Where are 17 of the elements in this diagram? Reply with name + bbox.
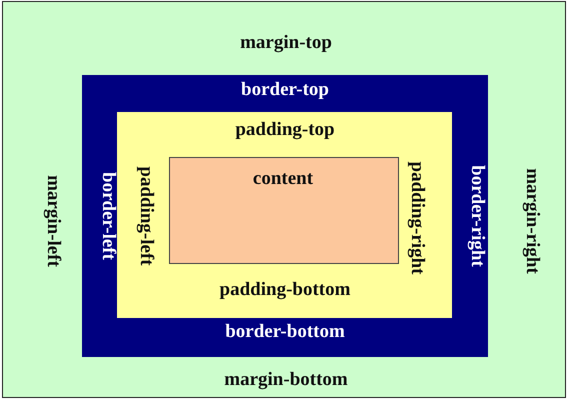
region-label: padding-right xyxy=(407,162,427,274)
region-label: margin-bottom xyxy=(224,370,348,390)
outer-region xyxy=(2,1,566,398)
region-label: padding-top xyxy=(235,120,335,140)
region-label: margin-left xyxy=(43,175,63,267)
region-label: margin-top xyxy=(240,33,332,53)
region-label: padding-bottom xyxy=(220,280,350,300)
region-label: content xyxy=(252,169,314,189)
region-label: padding-left xyxy=(136,166,156,266)
region-label: border-bottom xyxy=(225,322,345,342)
region-label: border-right xyxy=(467,165,487,267)
core-box xyxy=(169,157,399,264)
inner-panel xyxy=(117,112,452,318)
region-label: margin-right xyxy=(522,168,542,274)
region-label: border-left xyxy=(98,172,118,260)
region-label: border-top xyxy=(241,80,329,100)
frame-band xyxy=(82,75,488,357)
